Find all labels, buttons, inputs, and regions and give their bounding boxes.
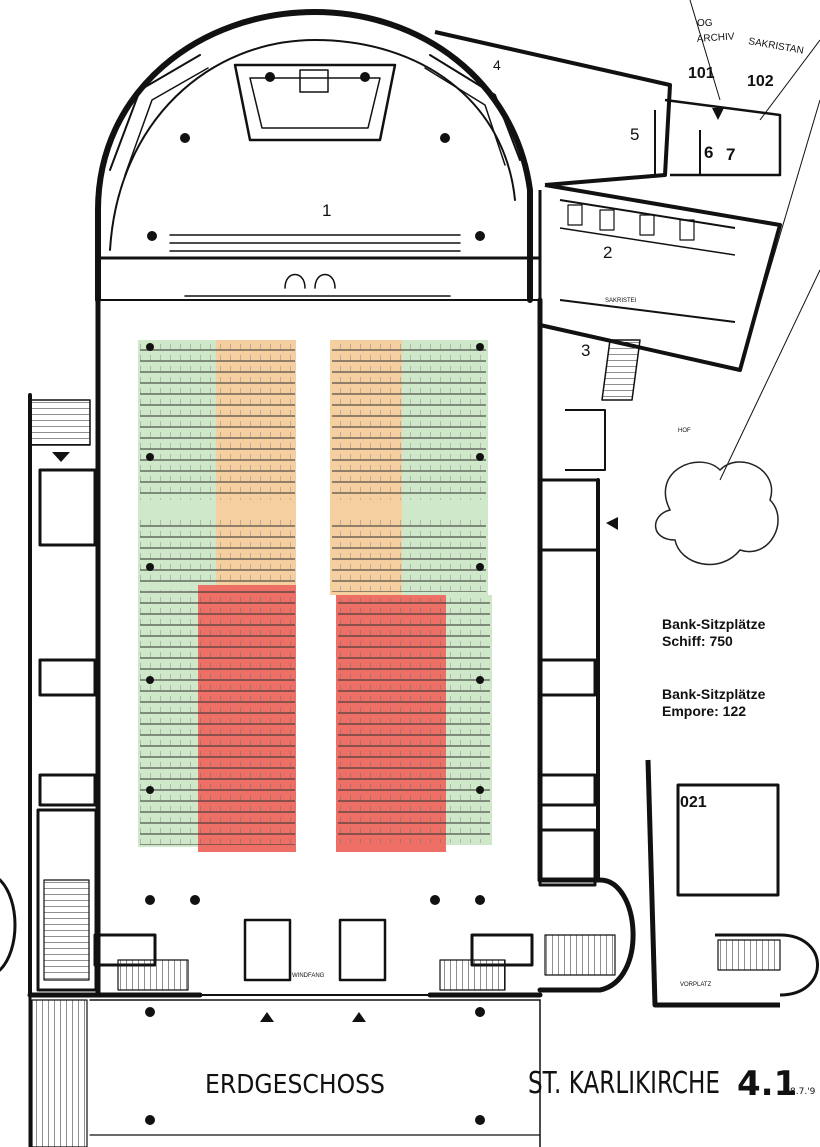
room-label-3: 3 — [581, 341, 590, 360]
label-sakristei: SAKRISTEI — [605, 298, 637, 304]
tree-icon — [654, 461, 779, 566]
sacristy-wing — [434, 0, 820, 481]
legend-schiff-heading: Bank-Sitzplätze — [662, 616, 766, 632]
room-label-2: 2 — [603, 243, 612, 262]
label-archiv: ARCHIV — [696, 31, 735, 45]
arrow-icons — [52, 108, 724, 1022]
title-block: ERDGESCHOSS ST. KARLIKIRCHE 4.1 8.7.'9 — [205, 1064, 816, 1104]
annex — [645, 759, 819, 1008]
label-windfang: WINDFANG — [292, 973, 325, 979]
legend-schiff-value: Schiff: 750 — [662, 633, 733, 649]
label-vorplatz: VORPLATZ — [680, 982, 712, 988]
room-label-101: 101 — [688, 65, 715, 82]
label-hof: HOF — [678, 428, 691, 434]
plan-date: 8.7.'9 — [790, 1087, 816, 1097]
room-label-021: 021 — [680, 794, 707, 811]
seating-legend-empore: Bank-Sitzplätze Empore: 122 — [662, 686, 765, 720]
room-label-4: 4 — [493, 57, 501, 73]
room-label-6: 6 — [704, 143, 713, 162]
seating-legend: Bank-Sitzplätze Schiff: 750 — [662, 616, 765, 650]
columns — [145, 72, 485, 1125]
plan-title: ERDGESCHOSS — [205, 1070, 385, 1100]
legend-empore-heading: Bank-Sitzplätze — [662, 686, 766, 702]
room-labels: 1 2 3 4 5 6 7 101 102 021 OG ARCHIV SAKR… — [292, 18, 804, 988]
room-label-7: 7 — [726, 145, 735, 164]
room-label-5: 5 — [630, 125, 639, 144]
room-label-1: 1 — [322, 201, 331, 220]
label-sakristan: SAKRISTAN — [747, 36, 804, 57]
sheet-number: 4.1 — [737, 1064, 797, 1104]
label-og: OG — [697, 18, 713, 29]
pews — [140, 342, 490, 845]
room-label-102: 102 — [747, 73, 774, 90]
walls — [0, 9, 636, 1147]
church-name: ST. KARLIKIRCHE — [528, 1066, 720, 1101]
legend-empore-value: Empore: 122 — [662, 703, 747, 719]
